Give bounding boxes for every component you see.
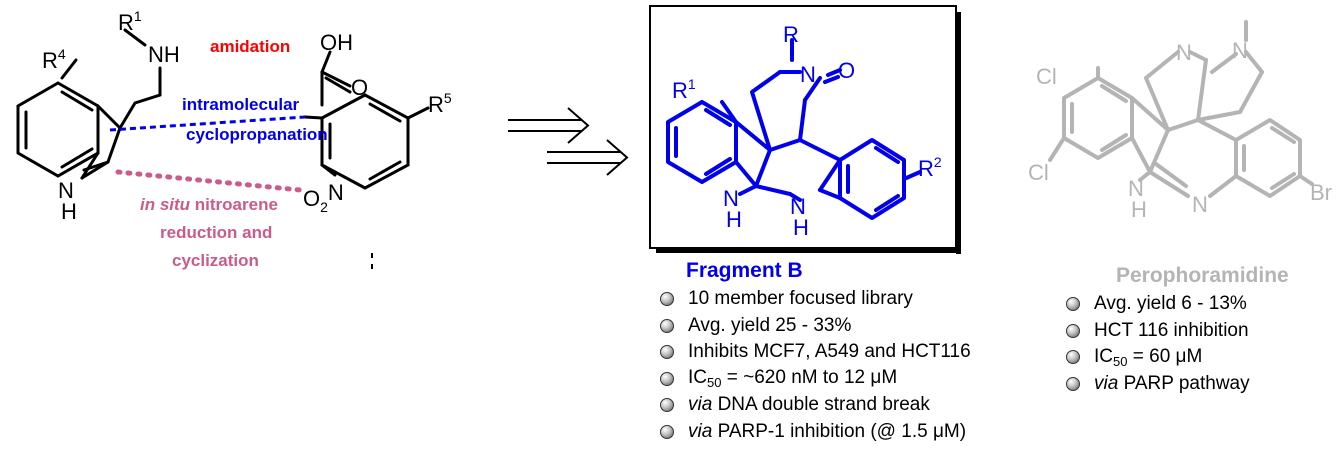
svg-text:R2: R2 [918, 154, 942, 181]
bullet-item: Avg. yield 25 - 33% [660, 313, 971, 340]
bullet-text: 10 member focused library [688, 288, 913, 310]
fragment-b-nh1-n: N [723, 186, 739, 211]
tryptamine-acid-substrate [16, 28, 430, 190]
retrosynthesis-arrow-1 [508, 107, 590, 144]
perophoramidine-br-label: Br [1310, 180, 1332, 205]
cyclopropanation-label-2: cyclopropanation [186, 125, 328, 144]
fragment-b-r-label: R [783, 22, 799, 47]
perophoramidine-title: Perophoramidine [1116, 264, 1289, 287]
no2-o-label: O [303, 186, 320, 211]
perophoramidine-n2-label: N [1232, 38, 1248, 63]
r4-superscript: 4 [58, 46, 66, 62]
fragment-b-o-label: O [838, 58, 855, 83]
carbonyl-o-label: O [351, 75, 368, 100]
perophoramidine-properties: Avg. yield 6 - 13% HCT 116 inhibition IC5… [1066, 291, 1250, 397]
cyclopropanation-label-1: intramolecular [182, 95, 300, 114]
r4-label: R [42, 48, 58, 73]
no2-subscript: 2 [320, 199, 328, 215]
bullet-item: HCT 116 inhibition [1066, 318, 1250, 345]
r1-label: R [118, 10, 134, 35]
fragment-b-r1-superscript: 1 [688, 76, 696, 92]
bullet-item: Avg. yield 6 - 13% [1066, 291, 1250, 318]
bullet-icon [1066, 297, 1080, 312]
r5-superscript: 5 [444, 90, 452, 106]
bullet-icon [660, 371, 674, 386]
bullet-icon [1066, 350, 1080, 365]
svg-text:in situ nitroarene: in situ nitroarene [140, 195, 278, 214]
nitroarene-label: nitroarene [190, 195, 278, 214]
r5-label: R [428, 92, 444, 117]
svg-text:R1: R1 [672, 76, 696, 103]
reduction-label: reduction and [160, 223, 272, 242]
perophoramidine-n3-label: N [1192, 192, 1208, 217]
cyclization-label: cyclization [172, 251, 259, 270]
bullet-icon [660, 424, 674, 439]
fragment-b-n-label: N [800, 62, 816, 87]
bullet-item: via PARP pathway [1066, 371, 1250, 398]
in-situ-label: in situ [140, 195, 191, 214]
bullet-text: HCT 116 inhibition [1094, 319, 1249, 341]
bullet-text: IC50 = 60 μM [1094, 345, 1203, 369]
nh-label: NH [148, 42, 180, 67]
bullet-item: via DNA double strand break [660, 392, 971, 419]
fragment-b-r2-label: R [918, 156, 934, 181]
bullet-item: via PARP-1 inhibition (@ 1.5 μM) [660, 419, 971, 446]
bullet-item: IC50 = 60 μM [1066, 344, 1250, 371]
bullet-text: Inhibits MCF7, A549 and HCT116 [688, 341, 971, 363]
bullet-item: Inhibits MCF7, A549 and HCT116 [660, 339, 971, 366]
no2-n-label: N [328, 180, 344, 205]
retrosynthesis-arrow-2 [547, 139, 629, 176]
svg-text:R4: R4 [42, 46, 66, 73]
bullet-icon [1066, 323, 1080, 338]
r1-superscript: 1 [134, 8, 142, 24]
indole-n-label: N [58, 178, 74, 203]
cyclopropanation-dashed-bond [109, 115, 306, 132]
fragment-b-nh2-n: N [790, 194, 806, 219]
svg-text:O2N: O2N [303, 180, 344, 215]
nitroarene-dotted-bond [115, 169, 303, 193]
fragment-b-nh2-h: H [793, 215, 809, 240]
bullet-text: Avg. yield 25 - 33% [688, 314, 852, 336]
bullet-text: via PARP pathway [1094, 372, 1250, 394]
oh-label: OH [320, 30, 353, 55]
bullet-icon [660, 398, 674, 413]
perophoramidine-cl1-label: Cl [1036, 64, 1057, 89]
fragment-b-nh1-h: H [726, 207, 742, 232]
perophoramidine-structure [1048, 20, 1314, 198]
indole-h-label: H [61, 199, 77, 224]
fragment-b-title: Fragment B [686, 259, 803, 282]
fragment-b-box-shadow-bottom [656, 248, 961, 253]
amidation-label: amidation [210, 37, 290, 56]
bullet-text: via PARP-1 inhibition (@ 1.5 μM) [688, 420, 967, 442]
bullet-icon [660, 318, 674, 333]
fragment-b-structure [666, 38, 922, 220]
fragment-b-r1-label: R [672, 78, 688, 103]
svg-text:R5: R5 [428, 90, 452, 117]
bullet-icon [660, 292, 674, 307]
bullet-text: via DNA double strand break [688, 394, 930, 416]
perophoramidine-n1-label: N [1176, 40, 1192, 65]
fragment-b-r2-superscript: 2 [934, 154, 942, 170]
bullet-icon [1066, 376, 1080, 391]
perophoramidine-nh-h: H [1131, 197, 1147, 222]
perophoramidine-nh-n: N [1128, 176, 1144, 201]
bullet-text: IC50 = ~620 nM to 12 μM [688, 367, 898, 391]
bullet-icon [660, 345, 674, 360]
svg-text:R1: R1 [118, 8, 142, 35]
bullet-item: IC50 = ~620 nM to 12 μM [660, 366, 971, 393]
bullet-item: 10 member focused library [660, 286, 971, 313]
bullet-text: Avg. yield 6 - 13% [1094, 293, 1247, 315]
perophoramidine-cl2-label: Cl [1028, 160, 1049, 185]
fragment-b-box-shadow-right [956, 12, 961, 254]
